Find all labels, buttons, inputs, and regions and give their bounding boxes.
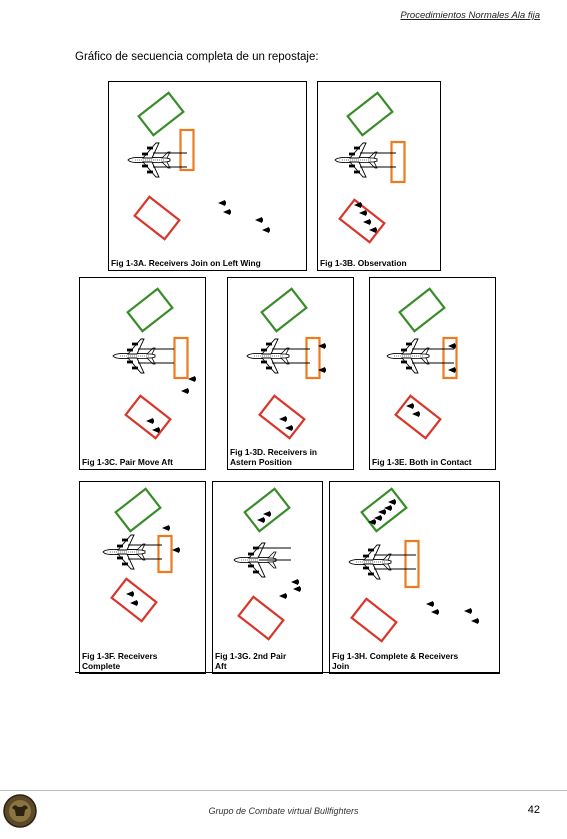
receiver-jet-icon <box>318 343 326 349</box>
figure-caption: Fig 1-3H. Complete & Receivers Join <box>332 651 459 671</box>
astern-box <box>305 336 321 380</box>
receiver-jet-icon <box>359 210 367 216</box>
figure-1-3h: Fig 1-3H. Complete & Receivers Join <box>329 481 500 674</box>
receiver-jet-icon <box>262 227 270 233</box>
figure-1-3f: Fig 1-3F. Receivers Complete <box>79 481 206 674</box>
figure-caption: Fig 1-3B. Observation <box>320 258 407 268</box>
receiver-jet-icon <box>126 591 134 597</box>
receiver-jet-icon <box>318 367 326 373</box>
receiver-jet-icon <box>448 367 456 373</box>
receiver-jet-icon <box>146 418 154 424</box>
receiver-jet-icon <box>426 601 434 607</box>
figure-1-3c: Fig 1-3C. Pair Move Aft <box>79 277 206 470</box>
receiver-jet-icon <box>363 219 371 225</box>
receiver-jet-icon <box>378 509 386 515</box>
figure-1-3e: Fig 1-3E. Both in Contact <box>369 277 496 470</box>
left-wing-box <box>126 287 174 333</box>
figure-bottom-rule <box>75 672 499 673</box>
astern-box <box>404 539 420 589</box>
tanker-aircraft-icon <box>246 338 310 374</box>
figure-caption: Fig 1-3D. Receivers in Astern Position <box>230 447 318 467</box>
diagram-canvas <box>246 287 326 440</box>
receiver-jet-icon <box>369 227 377 233</box>
receiver-jet-icon <box>263 511 271 517</box>
receiver-jet-icon <box>448 343 456 349</box>
figure-1-3b: Fig 1-3B. Observation <box>317 81 441 271</box>
receiver-jet-icon <box>471 618 479 624</box>
right-wing-box <box>338 198 386 244</box>
receiver-jet-icon <box>354 202 362 208</box>
right-wing-box <box>133 195 181 241</box>
tanker-aircraft-icon <box>127 142 187 178</box>
receiver-jet-icon <box>291 579 299 585</box>
receiver-jet-icon <box>279 593 287 599</box>
right-wing-box <box>394 394 442 440</box>
page-number: 42 <box>527 804 540 816</box>
left-wing-box <box>260 287 308 333</box>
figure-caption: Fig 1-3E. Both in Contact <box>372 457 472 467</box>
receiver-jet-icon <box>172 547 180 553</box>
right-wing-box <box>258 394 306 440</box>
receiver-jet-icon <box>285 425 293 431</box>
astern-box <box>179 128 195 172</box>
receiver-jet-icon <box>368 519 376 525</box>
astern-box <box>442 336 458 380</box>
receiver-jet-icon <box>181 388 189 394</box>
receiver-jet-icon <box>406 403 414 409</box>
receiver-jet-icon <box>412 411 420 417</box>
diagram-canvas <box>348 487 479 643</box>
receiver-jet-icon <box>388 499 396 505</box>
diagram-canvas <box>233 487 301 641</box>
figure-1-3g: Fig 1-3G. 2nd Pair Aft <box>212 481 323 674</box>
right-wing-box <box>237 595 285 641</box>
tanker-aircraft-icon <box>334 142 396 178</box>
tanker-aircraft-icon <box>112 338 174 374</box>
receiver-jet-icon <box>152 427 160 433</box>
tanker-aircraft-icon <box>102 534 162 570</box>
right-wing-box <box>350 597 398 643</box>
bullfighters-logo-icon <box>3 794 37 828</box>
tanker-aircraft-icon <box>348 544 416 580</box>
astern-box <box>173 336 189 380</box>
receiver-jet-icon <box>431 609 439 615</box>
receiver-jet-icon <box>279 416 287 422</box>
figure-caption: Fig 1-3A. Receivers Join on Left Wing <box>111 258 261 268</box>
figure-1-3a: Fig 1-3A. Receivers Join on Left Wing <box>108 81 307 271</box>
diagram-canvas <box>334 91 406 244</box>
diagram-canvas <box>127 91 270 241</box>
figure-caption: Fig 1-3F. Receivers Complete <box>82 651 158 671</box>
footer-divider <box>0 790 567 791</box>
left-wing-box <box>398 287 446 333</box>
receiver-jet-icon <box>257 517 265 523</box>
receiver-jet-icon <box>188 376 196 382</box>
receiver-jet-icon <box>384 505 392 511</box>
figure-caption: Fig 1-3G. 2nd Pair Aft <box>215 651 287 671</box>
receiver-jet-icon <box>255 217 263 223</box>
left-wing-box <box>114 487 162 533</box>
diagram-canvas <box>112 287 196 440</box>
figure-caption: Fig 1-3C. Pair Move Aft <box>82 457 173 467</box>
right-wing-box <box>124 394 172 440</box>
receiver-jet-icon <box>293 586 301 592</box>
astern-box <box>390 140 406 184</box>
left-wing-box <box>137 91 185 137</box>
tanker-aircraft-icon <box>233 542 291 578</box>
intro-text: Gráfico de secuencia completa de un repo… <box>75 51 319 63</box>
diagram-canvas <box>386 287 458 440</box>
receiver-jet-icon <box>374 515 382 521</box>
diagram-canvas <box>102 487 180 623</box>
footer-text: Grupo de Combate virtual Bullfighters <box>208 806 359 816</box>
left-wing-box <box>346 91 394 137</box>
receiver-jet-icon <box>218 200 226 206</box>
receiver-jet-icon <box>464 608 472 614</box>
receiver-jet-icon <box>162 525 170 531</box>
receiver-jet-icon <box>223 209 231 215</box>
left-wing-box <box>243 487 291 533</box>
right-wing-box <box>110 577 158 623</box>
astern-box <box>157 534 173 574</box>
tanker-aircraft-icon <box>386 338 454 374</box>
figure-1-3d: Fig 1-3D. Receivers in Astern Position <box>227 277 354 470</box>
receiver-jet-icon <box>130 600 138 606</box>
running-header: Procedimientos Normales Ala fija <box>400 10 540 21</box>
